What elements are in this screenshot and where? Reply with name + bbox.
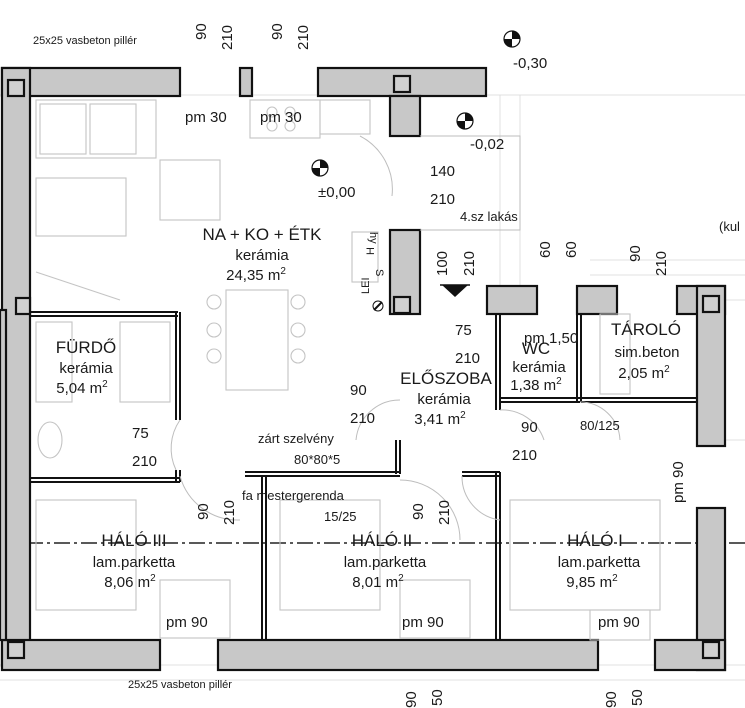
dim-step-b: 210 xyxy=(461,251,478,276)
dim-entry-width: 140 xyxy=(430,163,455,180)
apartment-label: 4.sz lakás xyxy=(460,209,518,224)
window-profile-label: zárt szelvény xyxy=(258,431,334,446)
walls xyxy=(0,66,727,672)
dim-living-door-width: 90 xyxy=(350,382,367,399)
sill-bed3: pm 90 xyxy=(166,614,208,631)
level-top-right: -0,30 xyxy=(513,55,547,72)
dim-wc-width-1: 60 xyxy=(537,241,554,258)
dim-bed1-window: 80/125 xyxy=(580,418,620,433)
room-bed3-name: HÁLÓ III xyxy=(101,531,166,550)
room-bed1-area: 9,85 m2 xyxy=(566,573,618,591)
dim-top-height-2: 210 xyxy=(295,25,312,50)
dim-bottom-c: 90 xyxy=(603,691,620,708)
room-storage-area: 2,05 m2 xyxy=(618,364,670,382)
room-bath-finish: kerámia xyxy=(59,360,113,377)
dim-wc-width-2: 60 xyxy=(563,241,580,258)
furniture xyxy=(35,99,661,641)
room-living-finish: kerámia xyxy=(235,247,289,264)
level-marker-terrace xyxy=(456,112,474,130)
room-living-name: NA + KO + ÉTK xyxy=(202,225,322,244)
sill-kitchen-1: pm 30 xyxy=(185,109,227,126)
room-bed2-finish: lam.parketta xyxy=(344,554,427,571)
room-hall-area: 3,41 m2 xyxy=(414,410,466,428)
sill-right: pm 90 xyxy=(670,461,687,503)
dim-bottom-a: 90 xyxy=(403,691,420,708)
dim-storage-width: 90 xyxy=(627,245,644,262)
sill-kitchen-2: pm 30 xyxy=(260,109,302,126)
sill-bed2: pm 90 xyxy=(402,614,444,631)
dim-bottom-d: 50 xyxy=(629,689,646,706)
dim-bath-door-width: 75 xyxy=(132,425,149,442)
room-bath-name: FÜRDŐ xyxy=(56,338,116,357)
beam-size: 15/25 xyxy=(324,509,357,524)
h-label: H xyxy=(365,247,377,255)
level-terrace: -0,02 xyxy=(470,136,504,153)
dim-bath-door-height: 210 xyxy=(132,453,157,470)
room-storage-name: TÁROLÓ xyxy=(611,320,681,339)
dim-storage-height: 210 xyxy=(653,251,670,276)
dim-bed2-door-width: 90 xyxy=(410,503,427,520)
sill-bed1: pm 90 xyxy=(598,614,640,631)
dim-bed3-door-height: 210 xyxy=(221,500,238,525)
room-bed2-area: 8,01 m2 xyxy=(352,573,404,591)
room-living-area: 24,35 m2 xyxy=(226,266,286,284)
hy-label: hy xyxy=(367,232,379,244)
pillar-note-bottom: 25x25 vasbeton pillér xyxy=(128,679,232,691)
room-hall-finish: kerámia xyxy=(417,391,471,408)
room-hall-name: ELŐSZOBA xyxy=(400,369,492,388)
room-bed3-finish: lam.parketta xyxy=(93,554,176,571)
room-bed2-name: HÁLÓ II xyxy=(352,531,412,550)
room-wc-area: 1,38 m2 xyxy=(510,376,562,394)
dim-bed3-door-width: 90 xyxy=(195,503,212,520)
room-storage-finish: sim.beton xyxy=(614,344,679,361)
pillar-note-top: 25x25 vasbeton pillér xyxy=(33,35,137,47)
dim-bed1-door-height: 210 xyxy=(512,447,537,464)
lei-label: LEI xyxy=(360,277,372,294)
door-swings xyxy=(170,135,621,541)
level-floor: ±0,00 xyxy=(318,184,355,201)
room-bed3-area: 8,06 m2 xyxy=(104,573,156,591)
dim-living-door-height: 210 xyxy=(350,410,375,427)
room-bed1-finish: lam.parketta xyxy=(558,554,641,571)
dim-hall-width: 75 xyxy=(455,322,472,339)
dim-entry-height: 210 xyxy=(430,191,455,208)
room-bath-area: 5,04 m2 xyxy=(56,379,108,397)
partitions xyxy=(30,311,697,640)
entrance-arrow-icon xyxy=(440,284,470,297)
edge-note: (kul xyxy=(719,219,740,234)
s-label: S xyxy=(373,269,385,276)
dim-top-width-2: 90 xyxy=(269,23,286,40)
dim-bottom-b: 50 xyxy=(429,689,446,706)
dim-top-height-1: 210 xyxy=(219,25,236,50)
dim-top-width-1: 90 xyxy=(193,23,210,40)
dim-bed2-door-height: 210 xyxy=(436,500,453,525)
sill-wc: pm 1,50 xyxy=(524,330,578,347)
level-marker-floor xyxy=(311,159,329,177)
dim-bed1-door-width: 90 xyxy=(521,419,538,436)
room-bed1-name: HÁLÓ I xyxy=(567,531,623,550)
meter-icon xyxy=(372,300,384,312)
room-wc-finish: kerámia xyxy=(512,359,566,376)
dim-step-a: 100 xyxy=(434,251,451,276)
dim-hall-height: 210 xyxy=(455,350,480,367)
window-profile-size: 80*80*5 xyxy=(294,452,340,467)
construction-lines xyxy=(0,94,745,681)
level-marker-top-right xyxy=(503,30,521,48)
room-wc-name: WC xyxy=(522,339,550,358)
beam-label: fa mestergerenda xyxy=(242,488,345,503)
